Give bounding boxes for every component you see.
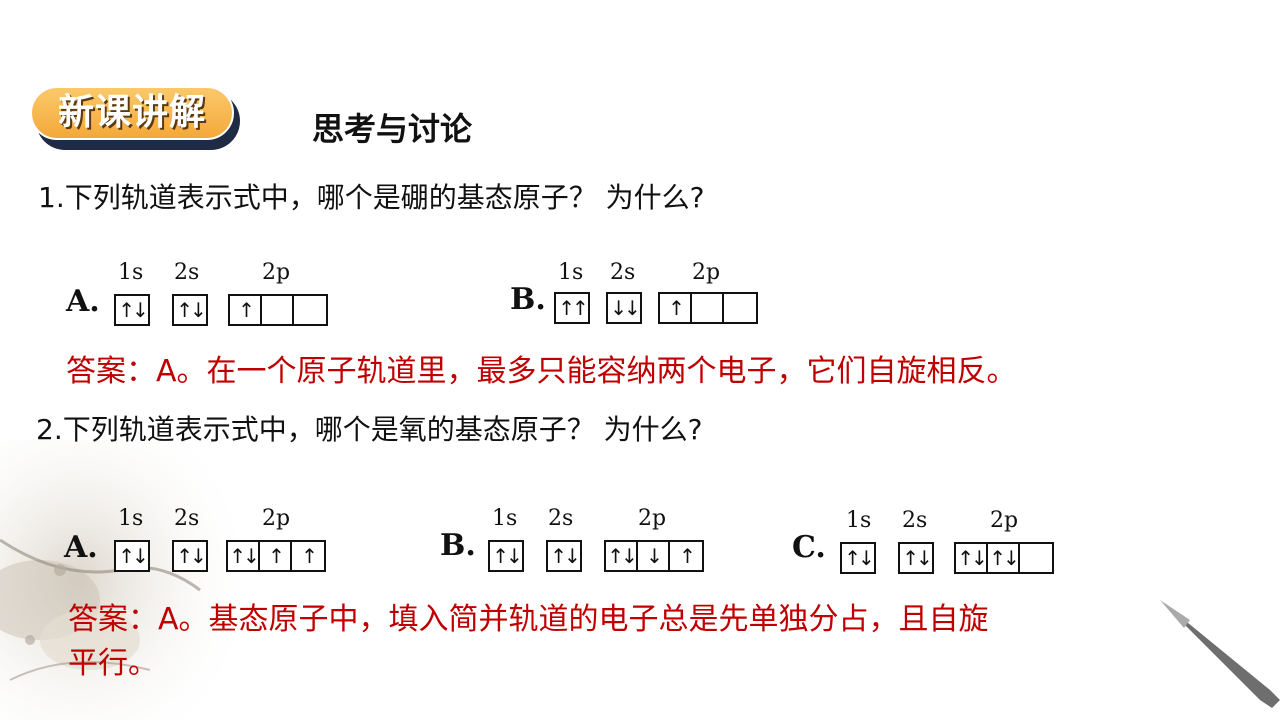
ink-flower-decoration — [0, 440, 260, 720]
orbital-box-2p: ↑↓ ↑↓ — [954, 542, 1054, 574]
question-1-text: 1.下列轨道表示式中，哪个是硼的基态原子？ 为什么? — [38, 181, 705, 214]
orbital-box-1s: ↑↓ — [488, 540, 524, 572]
orbital-box-2p: ↑ — [228, 294, 328, 326]
electron-cell: ↑ — [260, 542, 292, 570]
option-letter: B. — [510, 282, 546, 317]
electron-cell: ↑↓ — [176, 298, 207, 322]
orbital-label-1s: 1s — [846, 508, 872, 533]
electron-cell — [294, 296, 326, 324]
orbital-label-1s: 1s — [492, 506, 518, 531]
orbital-label-2p: 2p — [692, 260, 721, 285]
answer-2-line-1: 答案：A。基态原子中，填入简并轨道的电子总是先单独分占，且自旋 — [68, 602, 989, 637]
electron-cell: ↑↑ — [558, 296, 589, 320]
orbital-label-2s: 2s — [902, 508, 928, 533]
electron-cell: ↑↓ — [606, 542, 638, 570]
electron-cell: ↑ — [230, 296, 262, 324]
orbital-box-2s: ↑↓ — [172, 294, 208, 326]
answer-1: 答案：A。在一个原子轨道里，最多只能容纳两个电子，它们自旋相反。 — [66, 354, 1017, 389]
orbital-box-2s: ↓↓ — [606, 292, 642, 324]
electron-cell: ↑↓ — [176, 544, 207, 568]
section-badge: 新课讲解 — [30, 86, 240, 150]
orbital-label-2s: 2s — [174, 506, 200, 531]
orbital-box-1s: ↑↓ — [114, 294, 150, 326]
orbital-box-1s: ↑↑ — [554, 292, 590, 324]
electron-cell: ↑↓ — [118, 298, 149, 322]
option-letter: B. — [440, 528, 476, 563]
orbital-label-2p: 2p — [638, 506, 667, 531]
orbital-label-1s: 1s — [118, 506, 144, 531]
electron-cell: ↓↓ — [610, 296, 641, 320]
brush-decoration — [1160, 600, 1280, 708]
electron-cell: ↓ — [638, 542, 670, 570]
electron-cell: ↑ — [660, 294, 692, 322]
electron-cell — [262, 296, 294, 324]
electron-cell: ↑↓ — [902, 546, 933, 570]
option-letter: A. — [66, 284, 100, 319]
electron-cell — [1020, 544, 1052, 572]
electron-cell: ↑↓ — [844, 546, 875, 570]
electron-cell: ↑↓ — [956, 544, 988, 572]
badge-label: 新课讲解 — [30, 86, 234, 140]
option-letter: C. — [792, 530, 826, 565]
electron-cell: ↑↓ — [228, 542, 260, 570]
orbital-label-1s: 1s — [558, 260, 584, 285]
electron-cell: ↑↓ — [988, 544, 1020, 572]
electron-cell: ↑↓ — [118, 544, 149, 568]
orbital-box-2p: ↑ — [658, 292, 758, 324]
orbital-label-2s: 2s — [174, 260, 200, 285]
orbital-box-2p: ↑↓ ↑ ↑ — [226, 540, 326, 572]
answer-2-line-2: 平行。 — [68, 646, 158, 681]
question-2-text: 2.下列轨道表示式中，哪个是氧的基态原子？ 为什么? — [36, 413, 703, 446]
orbital-label-2p: 2p — [262, 506, 291, 531]
section-title: 思考与讨论 — [312, 110, 473, 148]
electron-cell — [692, 294, 724, 322]
option-letter: A. — [64, 530, 98, 565]
orbital-label-2p: 2p — [990, 508, 1019, 533]
orbital-label-2s: 2s — [548, 506, 574, 531]
orbital-label-2p: 2p — [262, 260, 291, 285]
orbital-box-2p: ↑↓ ↓ ↑ — [604, 540, 704, 572]
electron-cell: ↑ — [679, 544, 696, 568]
orbital-box-2s: ↑↓ — [898, 542, 934, 574]
orbital-box-2s: ↑↓ — [172, 540, 208, 572]
orbital-label-1s: 1s — [118, 260, 144, 285]
electron-cell — [724, 294, 756, 322]
orbital-box-2s: ↑↓ — [546, 540, 582, 572]
orbital-box-1s: ↑↓ — [840, 542, 876, 574]
orbital-label-2s: 2s — [610, 260, 636, 285]
electron-cell: ↑↓ — [550, 544, 581, 568]
electron-cell: ↑↓ — [492, 544, 523, 568]
electron-cell: ↑ — [301, 544, 318, 568]
orbital-box-1s: ↑↓ — [114, 540, 150, 572]
